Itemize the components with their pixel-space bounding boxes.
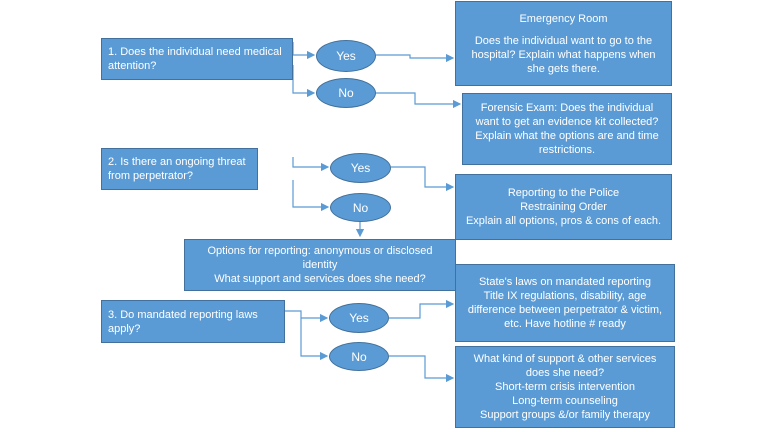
emergency-room-box: Emergency Room Does the individual want …	[455, 1, 672, 86]
police-line-2: Restraining Order	[520, 201, 607, 213]
q3-yes-node: Yes	[329, 303, 389, 333]
question-1-box: 1. Does the individual need medical atte…	[101, 38, 293, 80]
question-3-box: 3. Do mandated reporting laws apply?	[101, 300, 285, 343]
arrow-yes-police	[391, 166, 455, 192]
mandated-laws-box: State's laws on mandated reporting Title…	[455, 264, 675, 342]
arrow-q3-yes	[285, 310, 329, 323]
question-3-text: 3. Do mandated reporting laws apply?	[108, 308, 258, 335]
emergency-room-title: Emergency Room	[519, 12, 608, 25]
police-line-1: Reporting to the Police	[507, 187, 620, 199]
police-line-3: Explain all options, pros & cons of each…	[465, 215, 662, 227]
emergency-room-body: Does the individual want to go to the ho…	[471, 34, 656, 75]
reporting-options-box: Options for reporting: anonymous or disc…	[184, 239, 456, 291]
question-1-text: 1. Does the individual need medical atte…	[108, 46, 282, 72]
options-line-1: Options for reporting: anonymous or disc…	[207, 245, 433, 271]
arrow-q1-no	[292, 65, 316, 98]
arrow-q2-no	[292, 180, 330, 212]
police-report-box: Reporting to the Police Restraining Orde…	[455, 174, 672, 240]
q2-no-label: No	[352, 200, 369, 215]
q1-no-node: No	[316, 78, 376, 108]
support-line-3: Long-term counseling	[512, 395, 618, 407]
arrow-q3-no	[300, 318, 329, 361]
arrow-yes-er	[376, 53, 455, 63]
question-2-box: 2. Is there an ongoing threat from perpe…	[101, 148, 258, 190]
laws-line-2: Title IX regulations, disability, age di…	[467, 290, 663, 330]
q1-yes-label: Yes	[336, 49, 356, 63]
q3-yes-label: Yes	[349, 311, 369, 325]
arrow-no-forensic	[376, 92, 462, 109]
forensic-exam-box: Forensic Exam: Does the individual want …	[462, 93, 672, 165]
arrow-q1-yes	[292, 42, 316, 60]
support-line-1: What kind of support & other services do…	[473, 353, 657, 379]
q3-no-node: No	[329, 342, 389, 371]
laws-line-1: State's laws on mandated reporting	[478, 276, 652, 288]
q2-yes-node: Yes	[330, 153, 391, 183]
options-line-2: What support and services does she need?	[214, 273, 426, 285]
q2-yes-label: Yes	[350, 161, 371, 175]
q1-yes-node: Yes	[316, 40, 376, 72]
support-line-2: Short-term crisis intervention	[495, 381, 635, 393]
arrow-yes-laws	[389, 299, 455, 319]
forensic-exam-text: Forensic Exam: Does the individual want …	[475, 102, 659, 156]
support-services-box: What kind of support & other services do…	[455, 346, 675, 428]
arrow-q2-yes	[292, 157, 330, 172]
q1-no-label: No	[338, 86, 354, 100]
support-line-4: Support groups &/or family therapy	[480, 409, 650, 421]
q3-no-label: No	[351, 349, 367, 364]
q2-no-node: No	[330, 193, 391, 222]
question-2-text: 2. Is there an ongoing threat from perpe…	[108, 156, 246, 182]
arrow-no-support	[389, 355, 455, 383]
